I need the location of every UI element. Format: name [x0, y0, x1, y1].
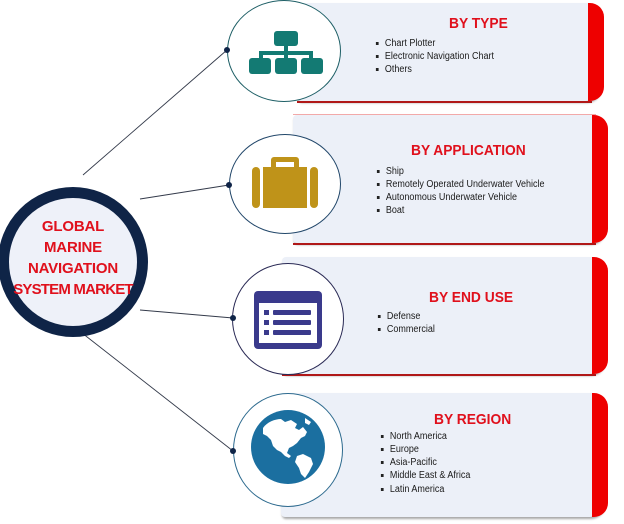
- list-item: Remotely Operated Underwater Vehicle: [376, 178, 544, 191]
- list-item: Autonomous Underwater Vehicle: [376, 191, 544, 204]
- list-item: Europe: [380, 443, 470, 456]
- panel-accent-edge: [592, 257, 608, 374]
- segment-title: BY REGION: [434, 411, 512, 428]
- connector-dot: [224, 47, 230, 53]
- list-item: Middle East & Africa: [380, 469, 470, 482]
- list-item: Chart Plotter: [375, 37, 494, 50]
- segment-panel-type: BY TYPE Chart Plotter Electronic Navigat…: [297, 3, 604, 103]
- briefcase-icon: [252, 157, 318, 208]
- panel-top-border: [293, 114, 596, 115]
- type-icon-circle: [227, 0, 341, 102]
- segment-items-list: Ship Remotely Operated Underwater Vehicl…: [376, 165, 563, 217]
- list-item: Ship: [376, 165, 544, 178]
- segment-items-list: North America Europe Asia-Pacific Middle…: [380, 430, 480, 496]
- connector-dot: [226, 182, 232, 188]
- segment-title: BY TYPE: [449, 15, 508, 32]
- panel-accent-edge: [588, 3, 604, 101]
- list-item: Asia-Pacific: [380, 456, 470, 469]
- list-item: Boat: [376, 204, 544, 217]
- list-window-icon: [254, 291, 322, 349]
- connector-dot: [230, 448, 236, 454]
- list-item: Commercial: [377, 323, 435, 336]
- list-item: Defense: [377, 310, 435, 323]
- segment-panel-application: BY APPLICATION Ship Remotely Operated Un…: [293, 114, 608, 245]
- segment-items-list: Defense Commercial: [377, 310, 441, 336]
- market-title-line: NAVIGATION: [28, 260, 118, 277]
- segment-panel-region: BY REGION North America Europe Asia-Paci…: [281, 393, 608, 517]
- market-title-line: GLOBAL: [41, 218, 105, 235]
- globe-icon: [251, 410, 325, 484]
- market-title-line: MARINE: [44, 239, 102, 256]
- list-item: North America: [380, 430, 470, 443]
- panel-bottom-border: [293, 243, 596, 245]
- segment-title: BY END USE: [429, 289, 514, 306]
- segment-items-list: Chart Plotter Electronic Navigation Char…: [375, 37, 507, 76]
- connector-dot: [230, 315, 236, 321]
- list-item: Electronic Navigation Chart: [375, 50, 494, 63]
- market-hub-circle: GLOBAL MARINE NAVIGATION SYSTEM MARKET: [0, 187, 148, 337]
- market-title: GLOBAL MARINE NAVIGATION SYSTEM MARKET: [9, 216, 137, 300]
- end-use-icon-circle: [232, 263, 344, 375]
- panel-bottom-border: [297, 101, 592, 103]
- panel-accent-edge: [592, 393, 608, 517]
- list-item: Others: [375, 63, 494, 76]
- list-item: Latin America: [380, 483, 470, 496]
- application-icon-circle: [229, 134, 341, 234]
- segment-panel-end-use: BY END USE Defense Commercial: [282, 257, 608, 376]
- hierarchy-icon: [249, 31, 323, 74]
- panel-bottom-border: [282, 374, 596, 376]
- panel-accent-edge: [592, 115, 608, 243]
- market-title-line: SYSTEM MARKET: [13, 281, 133, 298]
- segment-title: BY APPLICATION: [411, 142, 526, 159]
- region-icon-circle: [233, 393, 343, 507]
